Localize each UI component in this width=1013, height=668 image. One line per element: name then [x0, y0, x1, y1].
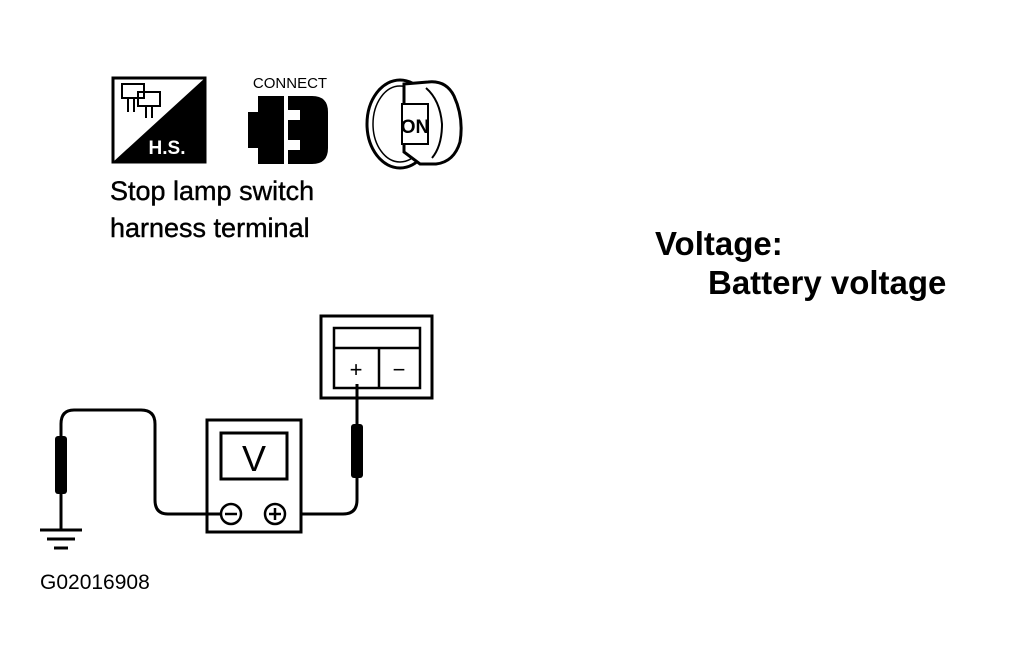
voltmeter: V — [205, 418, 303, 534]
caption-line-2: harness terminal — [110, 213, 310, 243]
ignition-on-label: ON — [401, 117, 430, 138]
connector-minus-terminal: − — [393, 357, 406, 382]
voltmeter-display: V — [242, 438, 266, 479]
harness-side-icon: H.S. — [111, 76, 207, 164]
voltmeter-negative-terminal — [219, 502, 243, 526]
connect-icon: CONNECT — [248, 75, 328, 164]
positive-probe — [290, 384, 363, 516]
ground-symbol-icon — [40, 528, 82, 550]
connector-plus-terminal: + — [350, 357, 363, 382]
caption-line-1: Stop lamp switch — [110, 176, 315, 206]
voltmeter-positive-terminal — [263, 502, 287, 526]
harness-side-label: H.S. — [149, 138, 186, 159]
terminal-caption: Stop lamp switch harness terminal — [110, 173, 314, 247]
negative-probe — [55, 408, 221, 530]
spec-value: Battery voltage — [708, 264, 947, 301]
spec-label: Voltage: — [655, 225, 783, 262]
connect-label: CONNECT — [253, 75, 327, 92]
voltage-spec: Voltage: Battery voltage — [655, 224, 946, 302]
figure-id: G02016908 — [40, 571, 150, 594]
harness-connector: + − — [319, 314, 434, 400]
ignition-key-icon: ON — [365, 78, 463, 170]
